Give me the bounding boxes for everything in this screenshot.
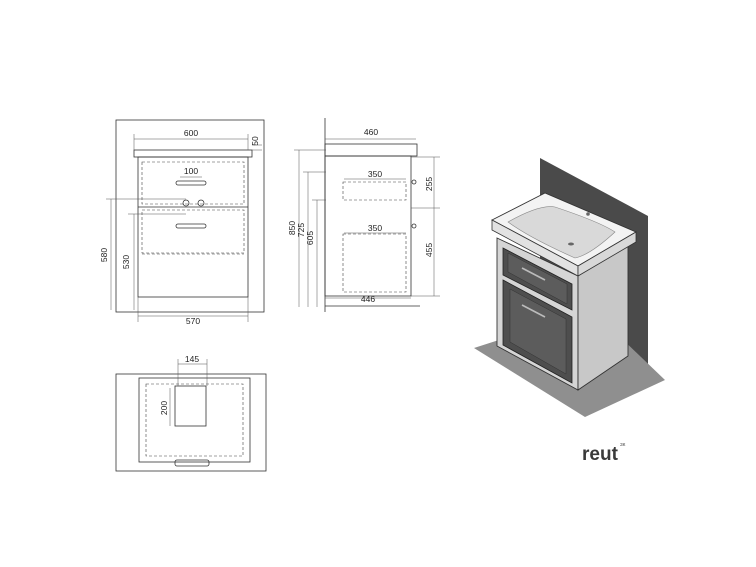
front-view: 600 50 100 580 530 570 [99, 119, 265, 326]
dim-570: 570 [186, 316, 200, 326]
top-cutout [174, 385, 207, 427]
brand-superscript: ЗК [620, 442, 626, 447]
top-cabinet-outline [138, 377, 251, 463]
dim-455: 455 [424, 243, 434, 257]
dim-850: 850 [287, 221, 297, 235]
front-worktop [133, 149, 253, 158]
dim-600: 600 [184, 128, 198, 138]
dim-446: 446 [361, 294, 375, 304]
front-upper-drawer [141, 161, 245, 205]
brand-name: reut [582, 444, 619, 465]
dim-100: 100 [184, 166, 198, 176]
side-cabinet-body [324, 155, 412, 297]
side-view: 460 350 350 446 850 725 605 255 455 [287, 118, 440, 312]
iso-basin-bowl [507, 206, 616, 259]
dim-530: 530 [121, 255, 131, 269]
lower-handle [175, 223, 207, 229]
top-view-frame [115, 373, 267, 472]
dim-725: 725 [296, 223, 306, 237]
top-view: 145 200 [115, 354, 267, 472]
isometric-render [474, 158, 665, 417]
dim-200: 200 [159, 401, 169, 415]
iso-upper-handle [521, 267, 546, 281]
brand-logo: reut ЗК [582, 442, 626, 465]
dim-580: 580 [99, 248, 109, 262]
top-handle [174, 459, 210, 467]
upper-handle [175, 180, 207, 186]
dim-350-upper: 350 [368, 169, 382, 179]
dim-350-lower: 350 [368, 223, 382, 233]
front-view-frame [115, 119, 265, 313]
dim-50: 50 [250, 136, 260, 146]
front-cabinet-body [137, 156, 249, 298]
front-lower-drawer [141, 209, 245, 254]
dim-605: 605 [305, 231, 315, 245]
top-drawer-outline [145, 383, 244, 457]
side-lower-drawer-box [342, 233, 407, 293]
iso-lower-handle [521, 304, 546, 318]
dim-255: 255 [424, 177, 434, 191]
side-upper-drawer-box [342, 181, 407, 201]
side-worktop [324, 143, 418, 157]
dim-145: 145 [185, 354, 199, 364]
dim-460: 460 [364, 127, 378, 137]
